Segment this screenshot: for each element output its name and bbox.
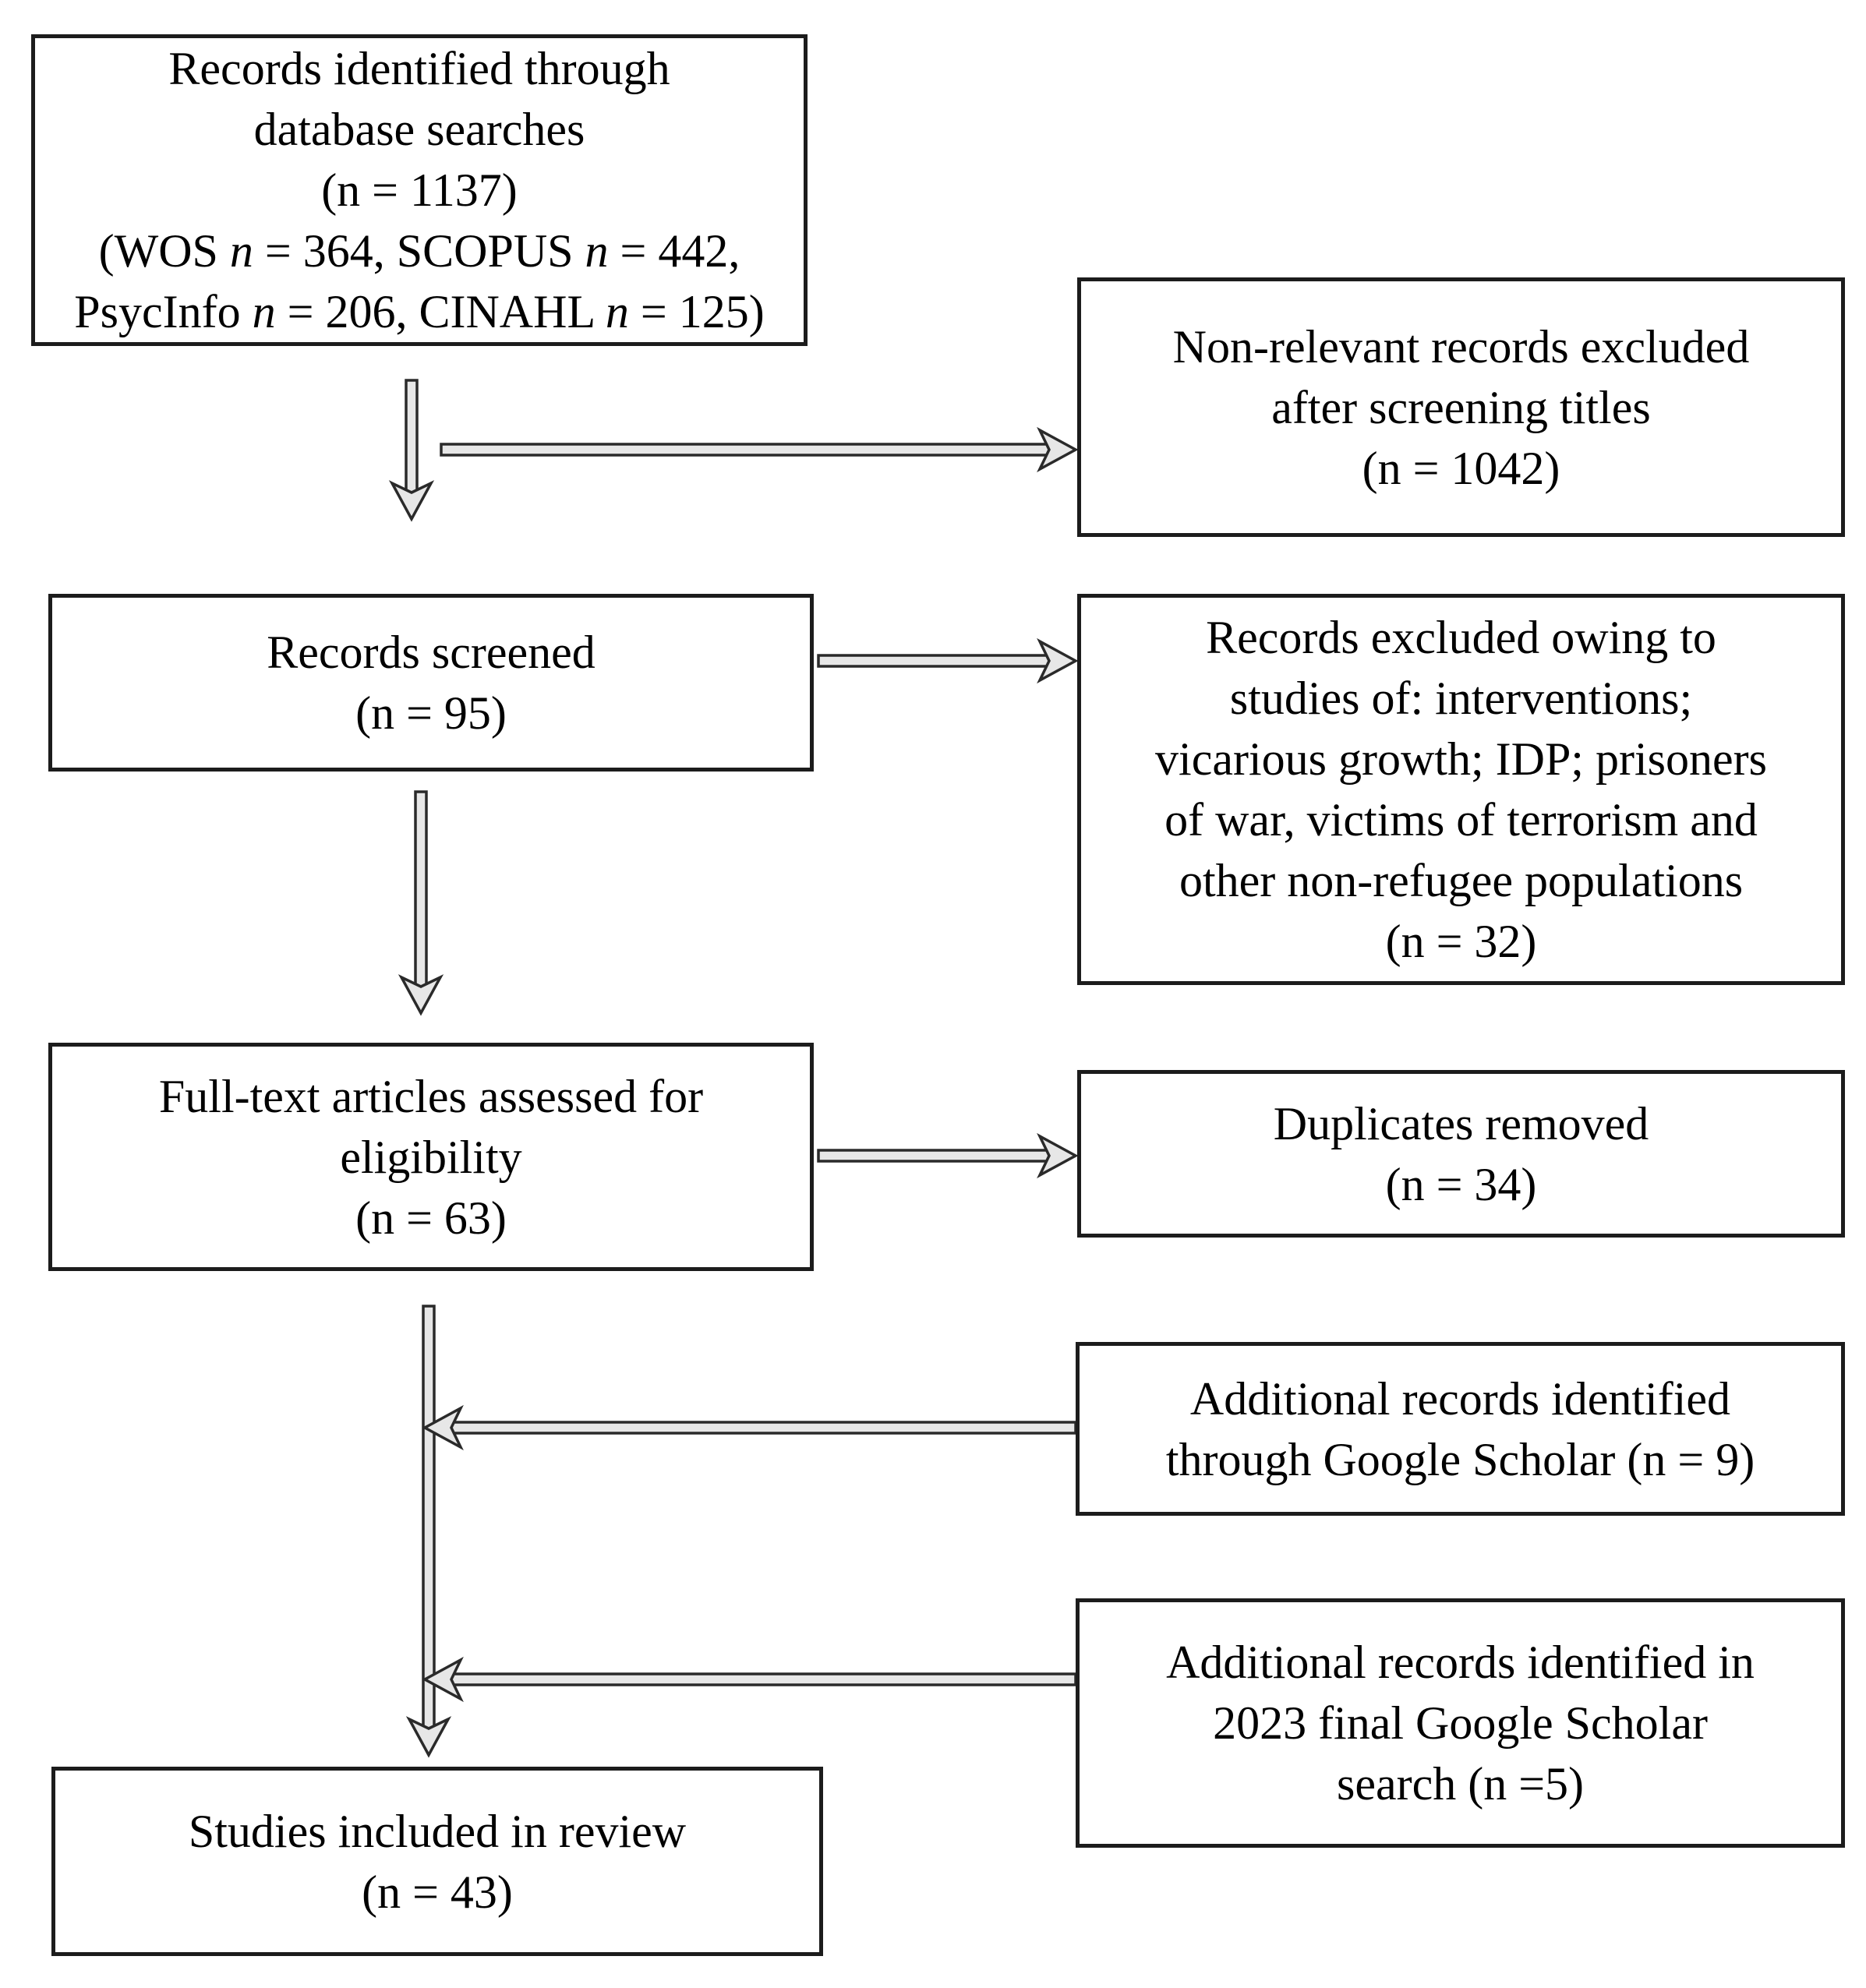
text-line: Records excluded owing to [1206, 612, 1716, 663]
text-line: (n = 63) [355, 1192, 507, 1244]
box-studies-included: Studies included in review (n = 43) [51, 1767, 823, 1956]
box-google-scholar-additional: Additional records identified through Goo… [1076, 1342, 1845, 1516]
text-line: search (n =5) [1336, 1758, 1585, 1810]
arrow-screened-to-fulltext [398, 790, 444, 1016]
text-line: 2023 final Google Scholar [1213, 1697, 1708, 1749]
text-line: eligibility [340, 1131, 522, 1183]
box-fulltext-assessed: Full-text articles assessed for eligibili… [48, 1043, 814, 1271]
arrow-identified-to-screened [388, 379, 435, 522]
arrow-identified-to-non-relevant [440, 426, 1079, 473]
box-records-screened: Records screened (n = 95) [48, 594, 814, 772]
arrow-fulltext-to-duplicates [817, 1132, 1079, 1179]
text-line: Non-relevant records excluded [1172, 320, 1750, 373]
text-line: Studies included in review [188, 1805, 687, 1857]
text-line: Records screened [267, 627, 595, 678]
text-line: through Google Scholar (n = 9) [1165, 1433, 1755, 1485]
text-line: (n = 1042) [1362, 442, 1560, 494]
text-line: (WOS n = 364, SCOPUS n = 442, [98, 225, 740, 277]
text-line: (n = 1137) [321, 164, 518, 216]
text-line: Duplicates removed [1273, 1097, 1649, 1149]
arrow-fulltext-to-included [405, 1305, 452, 1758]
box-records-identified: Records identified through database searc… [31, 34, 808, 346]
box-non-relevant-excluded: Non-relevant records excluded after scree… [1077, 277, 1845, 537]
text-line: (n = 95) [355, 687, 507, 739]
arrow-google-scholar-merge [422, 1404, 1077, 1451]
box-google-scholar-2023-additional: Additional records identified in 2023 fin… [1076, 1598, 1845, 1848]
text-line: (n = 32) [1385, 916, 1537, 967]
text-line: PsycInfo n = 206, CINAHL n = 125) [74, 286, 765, 337]
box-records-excluded: Records excluded owing to studies of: int… [1077, 594, 1845, 985]
box-duplicates-removed: Duplicates removed (n = 34) [1077, 1070, 1845, 1238]
text-line: other non-refugee populations [1179, 855, 1744, 906]
text-line: Additional records identified in [1166, 1637, 1755, 1688]
text-line: after screening titles [1271, 381, 1651, 433]
text-line: Full-text articles assessed for [158, 1070, 704, 1122]
arrow-google-scholar-2023-merge [422, 1656, 1077, 1703]
text-line: database searches [253, 104, 585, 155]
text-line: (n = 34) [1385, 1158, 1537, 1210]
text-line: Records identified through [168, 43, 670, 94]
text-line: Additional records identified [1189, 1372, 1731, 1425]
arrow-screened-to-excluded [817, 637, 1079, 684]
text-line: vicarious growth; IDP; prisoners [1155, 733, 1767, 785]
text-line: of war, victims of terrorism and [1164, 794, 1758, 846]
text-line: (n = 43) [362, 1866, 513, 1918]
text-line: studies of: interventions; [1229, 673, 1693, 724]
